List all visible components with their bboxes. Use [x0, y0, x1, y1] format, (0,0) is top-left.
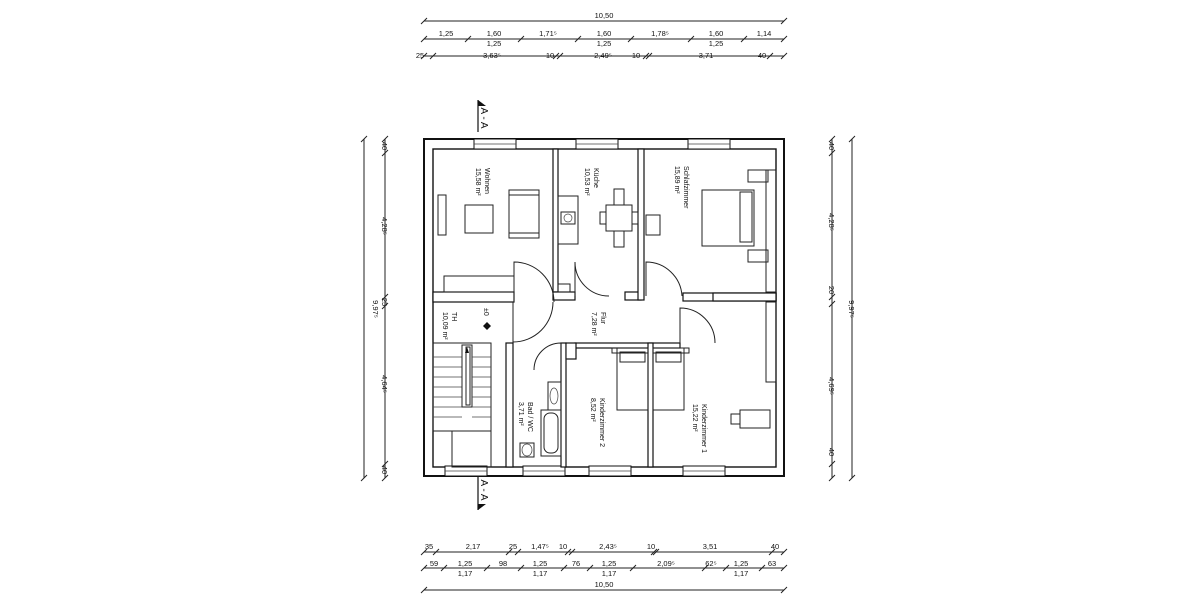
section-label-top: A - A	[478, 107, 489, 128]
dim-top-r2-3: 1,71⁵	[539, 29, 557, 38]
dim-bot-r2-7: 2,09⁵	[657, 559, 675, 568]
level-diamond-icon	[483, 322, 491, 330]
dim-right-3: 20	[827, 286, 836, 294]
dim-right-overall: 9,97⁵	[847, 300, 856, 318]
dim-bot-r2-1: 59	[430, 559, 438, 568]
room-kueche-area: 10,53 m²	[583, 168, 590, 196]
left-dimensions: 9,97⁵ 40 4,28⁵ 25 4,64⁵ 40	[360, 135, 389, 482]
right-dimensions: 40 4,28⁵ 20 4,69⁵ 40 9,97⁵	[827, 135, 856, 482]
dim-top-r2-sub-2: 1,25	[597, 39, 612, 48]
dim-top-r2-sub-3: 1,25	[709, 39, 724, 48]
section-marker-top: A - A	[477, 100, 489, 132]
windows-top	[473, 138, 731, 150]
dim-left-1: 40	[380, 142, 389, 150]
dim-bot-r1-5: 10	[559, 542, 567, 551]
room-schlafzimmer-area: 15,89 m²	[673, 166, 680, 194]
room-schlafzimmer-name: Schlafzimmer	[682, 166, 689, 209]
level-marker: ±0	[482, 308, 491, 330]
dim-bot-r1-3: 25	[509, 542, 517, 551]
dim-right-4: 4,69⁵	[827, 377, 836, 395]
dim-bot-r2-sub-4: 1,17	[734, 569, 749, 578]
dim-top-r2-7: 1,14	[757, 29, 772, 38]
bottom-dimensions: 35 2,17 25 1,47⁵ 10 2,43⁵ 10 3,51 40 59 …	[420, 542, 788, 594]
dim-bot-r1-4: 1,47⁵	[531, 542, 549, 551]
dim-left-2: 4,28⁵	[380, 217, 389, 235]
room-kinderzimmer2-area: 8,52 m²	[589, 398, 596, 422]
room-wohnen-name: Wohnen	[483, 168, 490, 194]
dim-left-3: 25	[380, 298, 389, 306]
dim-bot-r1-6: 2,43⁵	[599, 542, 617, 551]
room-flur-name: Flur	[599, 312, 606, 325]
section-marker-bottom: A - A	[477, 476, 489, 510]
bad-furniture	[519, 381, 562, 458]
dim-top-r3-3: 10	[546, 51, 554, 60]
staircase	[432, 342, 492, 468]
dim-bot-r2-sub-1: 1,17	[458, 569, 473, 578]
room-th-name: TH	[450, 312, 457, 321]
dim-bot-r2-3: 98	[499, 559, 507, 568]
dim-top-r3-7: 40	[758, 51, 766, 60]
dim-bot-r2-sub-2: 1,17	[533, 569, 548, 578]
dim-top-r2-5: 1,78⁵	[651, 29, 669, 38]
dim-bot-r2-2: 1,25	[458, 559, 473, 568]
room-kinderzimmer2-name: Kinderzimmer 2	[598, 398, 605, 447]
kinderzimmer2-furniture	[611, 347, 649, 411]
dim-bot-r1-2: 2,17	[466, 542, 481, 551]
wohnen-furniture	[437, 189, 540, 293]
dim-top-r3-5: 10	[632, 51, 640, 60]
dim-left-5: 40	[380, 466, 389, 474]
dim-top-r2-2: 1,60	[487, 29, 502, 38]
room-bad-name: Bad / WC	[526, 402, 533, 432]
dim-bot-r2-6: 1,25	[602, 559, 617, 568]
room-kinderzimmer1-area: 15,22 m²	[691, 404, 698, 432]
kinderzimmer1-furniture	[652, 301, 777, 429]
interior-walls	[432, 148, 777, 468]
room-flur-area: 7,28 m²	[590, 312, 597, 336]
dim-top-r2-sub-1: 1,25	[487, 39, 502, 48]
dim-bot-r1-8: 3,51	[703, 542, 718, 551]
room-kinderzimmer1-name: Kinderzimmer 1	[700, 404, 707, 453]
room-bad-area: 3,71 m²	[517, 402, 524, 426]
dim-left-overall: 9,97⁵	[371, 300, 380, 318]
kueche-furniture	[557, 188, 639, 293]
room-wohnen-area: 15,58 m²	[474, 168, 481, 196]
level-mark-text: ±0	[482, 308, 489, 316]
section-label-bottom: A - A	[478, 479, 489, 500]
doors	[512, 261, 716, 371]
dim-bot-r2-5: 76	[572, 559, 580, 568]
dim-top-r2-6: 1,60	[709, 29, 724, 38]
dim-top-r3-2: 3,63⁵	[483, 51, 501, 60]
top-dimensions: 10,50 1,25 1,60 1,25 1,71⁵ 1,60 1,25 1,7…	[416, 11, 788, 60]
room-labels: Wohnen 15,58 m² Küche 10,53 m² Schlafzim…	[441, 166, 707, 453]
schlafzimmer-furniture	[645, 169, 777, 293]
dim-top-r3-1: 25	[416, 51, 424, 60]
room-kueche-name: Küche	[592, 168, 599, 188]
dim-bot-r1-7: 10	[647, 542, 655, 551]
dim-top-r3-6: 3,71	[699, 51, 714, 60]
dim-bot-r2-sub-3: 1,17	[602, 569, 617, 578]
dim-top-r2-4: 1,60	[597, 29, 612, 38]
dim-bot-r2-10: 63	[768, 559, 776, 568]
dim-right-1: 40	[827, 142, 836, 150]
dim-top-r3-4: 2,49⁵	[594, 51, 612, 60]
dim-bot-r2-8: 62⁵	[705, 559, 716, 568]
dim-top-overall: 10,50	[595, 11, 614, 20]
dim-bot-r1-9: 40	[771, 542, 779, 551]
dim-left-4: 4,64⁵	[380, 375, 389, 393]
dim-bot-r2-4: 1,25	[533, 559, 548, 568]
dim-bot-r1-1: 35	[425, 542, 433, 551]
windows-bottom	[444, 465, 726, 477]
room-th-area: 10,09 m²	[441, 312, 448, 340]
dim-bot-overall: 10,50	[595, 580, 614, 589]
dim-right-5: 40	[827, 448, 836, 456]
dim-right-2: 4,28⁵	[827, 213, 836, 231]
dim-top-r2-1: 1,25	[439, 29, 454, 38]
dim-bot-r2-9: 1,25	[734, 559, 749, 568]
